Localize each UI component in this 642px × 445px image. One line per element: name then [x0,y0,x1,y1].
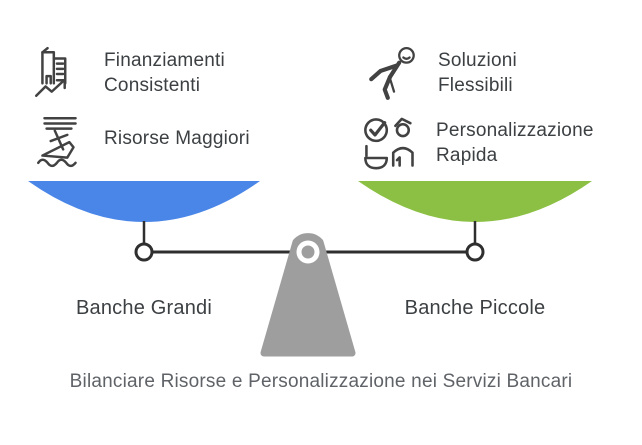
fulcrum [260,233,356,357]
diagram-title: Bilanciare Risorse e Personalizzazione n… [69,371,573,392]
feature-label: Risorse Maggiori [104,128,250,150]
left-side-label: Banche Grandi [75,297,213,319]
right-side-label: Banche Piccole [404,297,546,319]
feature-personalizzazione-rapida: Personalizzazione Rapida [360,113,594,173]
feature-soluzioni-flessibili: Soluzioni Flessibili [364,44,517,102]
feature-label: Finanziamenti Consistenti [104,49,225,96]
feature-finanziamenti-consistenti: Finanziamenti Consistenti [30,44,225,102]
feature-risorse-maggiori: Risorse Maggiori [30,110,250,168]
personalized-service-icon [364,117,414,170]
bank-building-growth-icon [34,46,67,98]
fulcrum-hole [296,240,320,264]
feature-label: Personalizzazione Rapida [436,119,594,166]
right-pan [358,181,592,222]
left-pivot-circle [134,242,154,262]
flexible-person-icon [369,47,415,100]
left-pan [28,181,260,222]
feature-label: Soluzioni Flessibili [438,49,517,96]
right-pivot-circle [465,242,485,262]
resources-ship-icon [37,117,77,168]
